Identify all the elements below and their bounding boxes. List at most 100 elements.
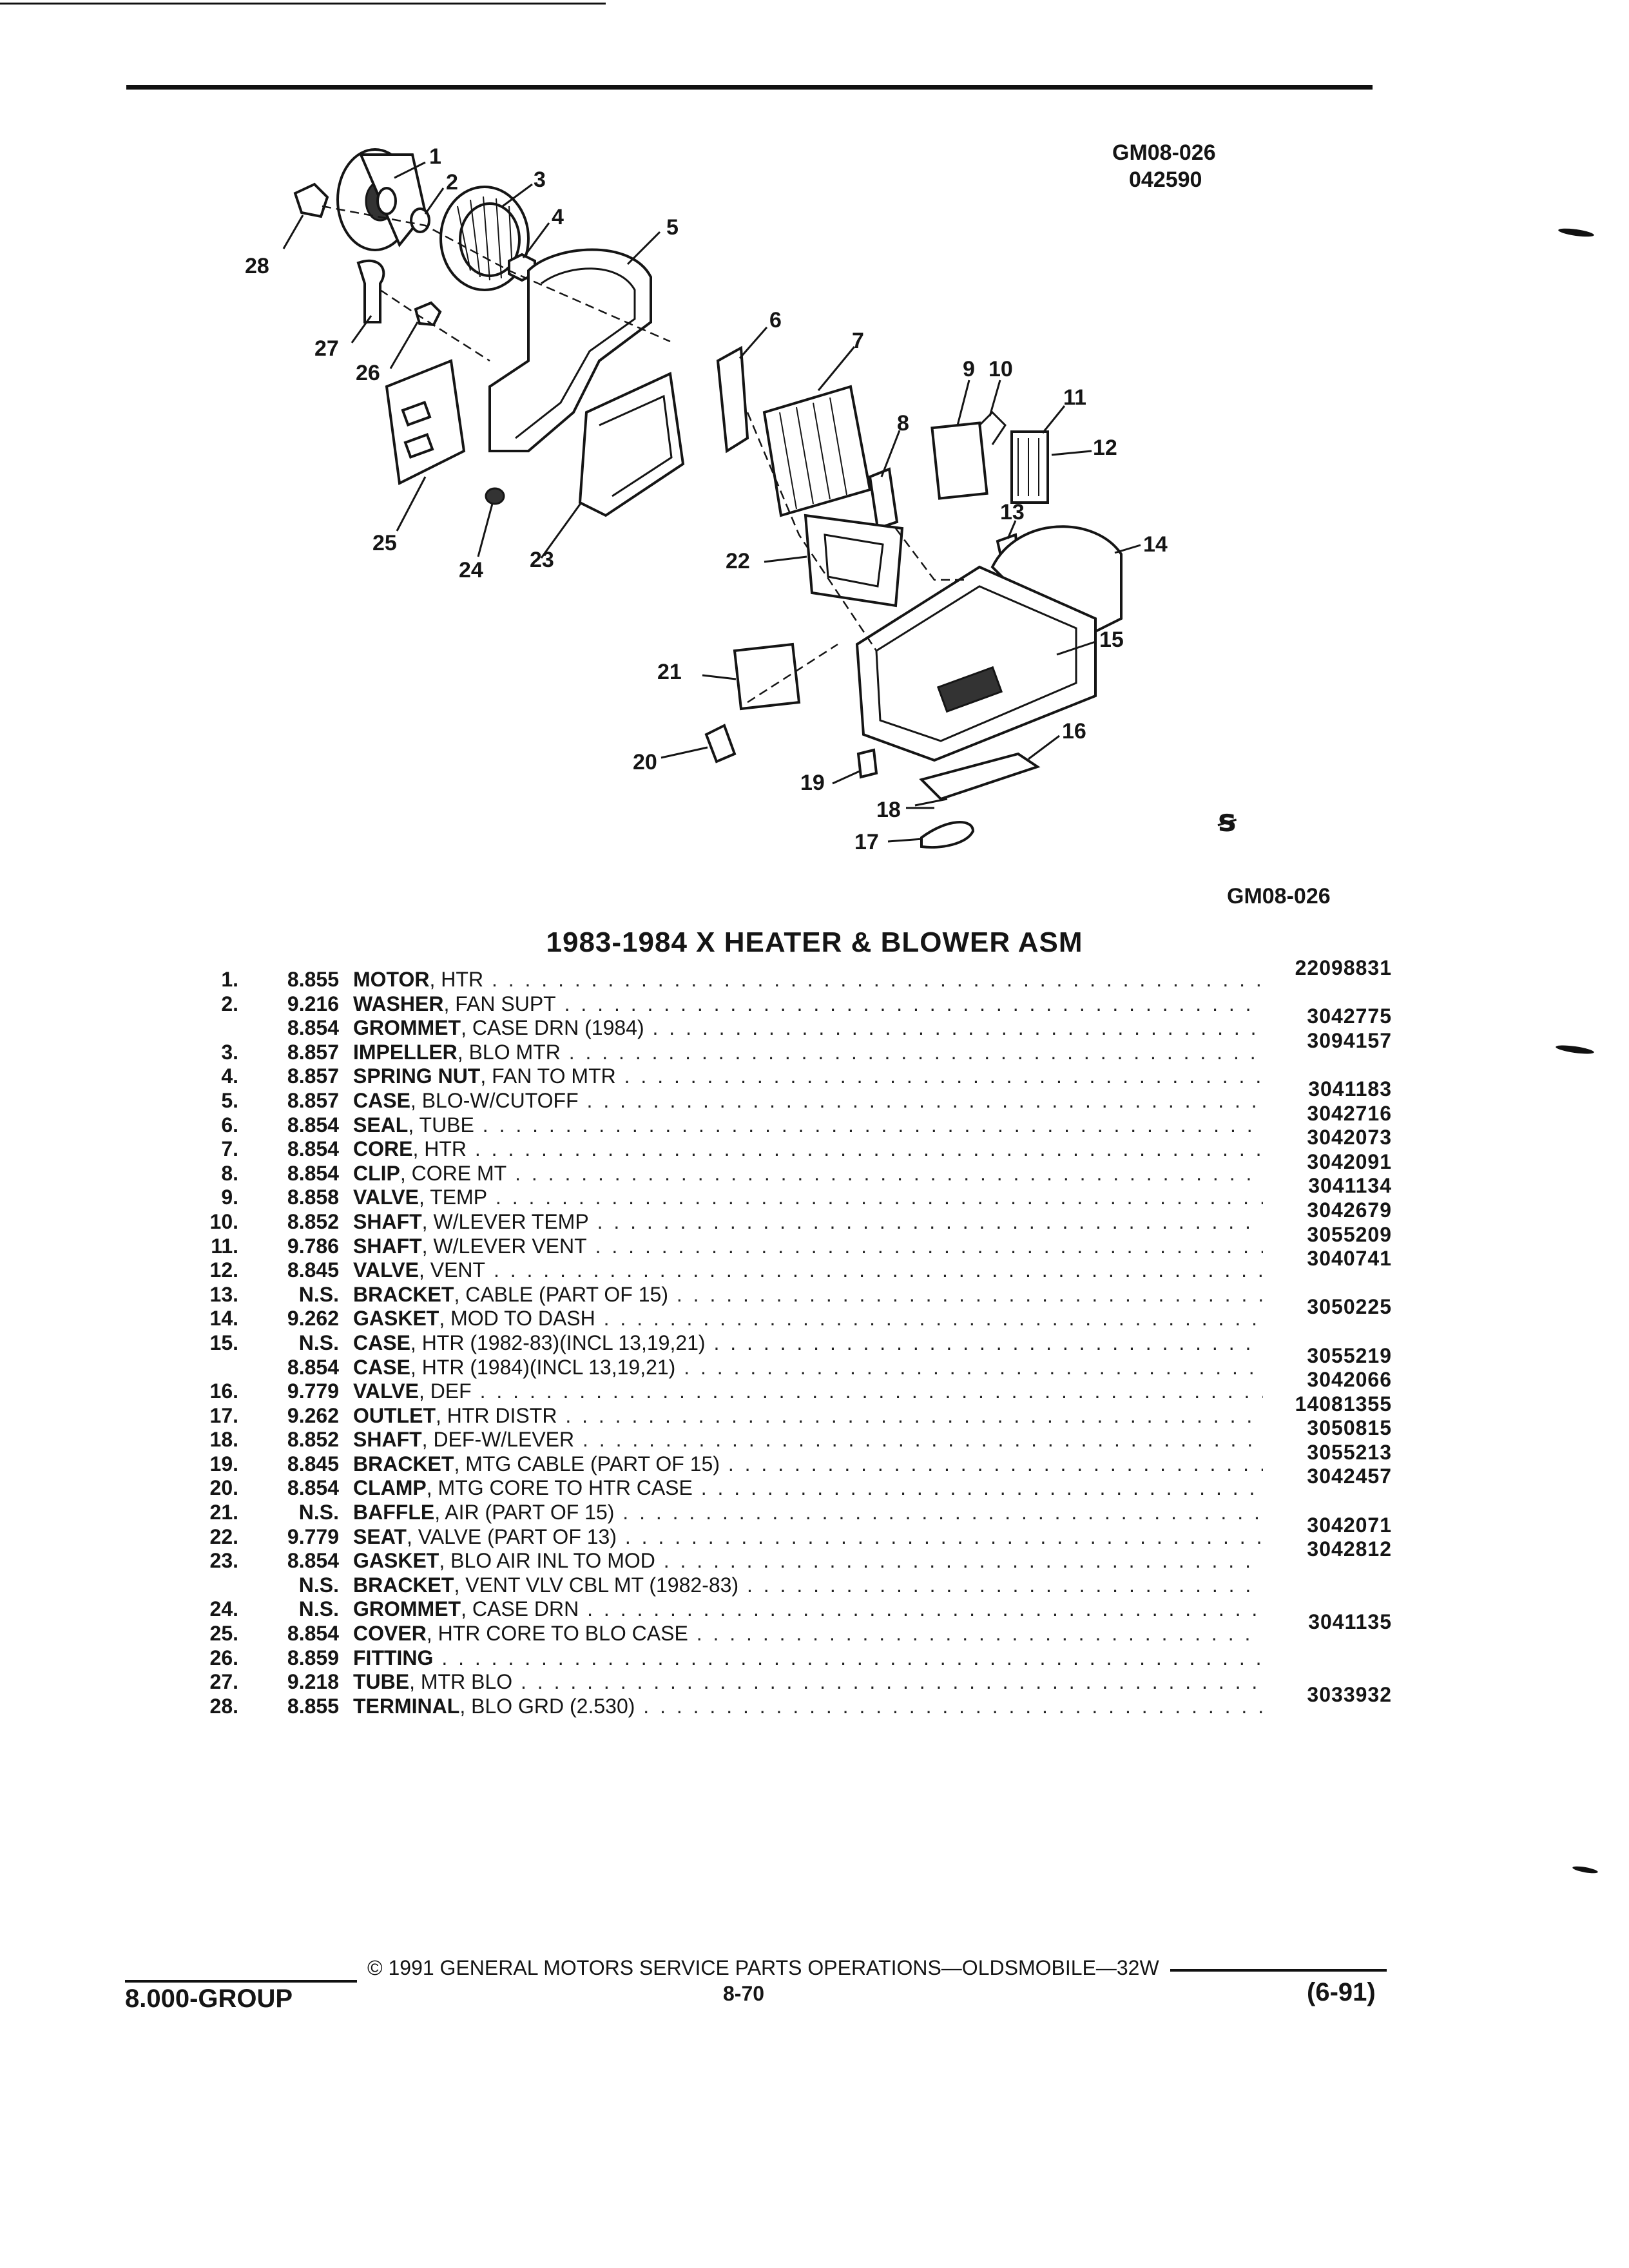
item-description: SEAL, TUBE . . . . . . . . . . . . . . .… <box>353 1113 1263 1138</box>
table-row: N.S.BRACKET, VENT VLV CBL MT (1982-83) .… <box>193 1573 1418 1598</box>
item-detail: , MTG CABLE (PART OF 15) <box>454 1452 720 1475</box>
group-number: 8.855 <box>287 1694 339 1718</box>
top-scan-rule <box>0 3 606 5</box>
leader-dots: . . . . . . . . . . . . . . . . . . . . … <box>700 1476 1263 1500</box>
item-detail: , W/LEVER VENT <box>421 1234 587 1258</box>
item-description: IMPELLER, BLO MTR . . . . . . . . . . . … <box>353 1041 1263 1065</box>
air-baffle-part <box>733 642 801 711</box>
item-name: IMPELLER <box>353 1040 458 1064</box>
leader-dots: . . . . . . . . . . . . . . . . . . . . … <box>663 1549 1263 1573</box>
item-name: FITTING <box>353 1646 434 1669</box>
item-number: 9. <box>221 1186 238 1209</box>
item-number: 11. <box>211 1234 238 1258</box>
terminal-part <box>293 182 329 218</box>
footer-rule-left <box>125 1980 357 1983</box>
item-name: SHAFT <box>353 1428 422 1452</box>
footer-group: 8.000-GROUP <box>125 1984 293 2013</box>
item-name: SPRING NUT <box>353 1064 481 1088</box>
leader-dots: . . . . . . . . . . . . . . . . . . . . … <box>676 1282 1263 1306</box>
item-name: CASE <box>353 1331 410 1354</box>
item-description: SHAFT, DEF-W/LEVER . . . . . . . . . . .… <box>353 1428 1263 1452</box>
core-clamp-part <box>704 724 737 764</box>
item-number: 12. <box>209 1258 238 1282</box>
leader-dots: . . . . . . . . . . . . . . . . . . . . … <box>482 1113 1263 1137</box>
item-number: 26. <box>209 1646 238 1669</box>
corner-symbol: ꞩ <box>1217 803 1237 839</box>
group-number: 8.857 <box>287 1064 339 1088</box>
item-detail: , CORE MT <box>400 1161 507 1185</box>
callout-17: 17 <box>854 830 879 854</box>
item-detail: , MTG CORE TO HTR CASE <box>426 1476 693 1500</box>
footer-rule-right <box>1170 1969 1387 1972</box>
callout-2: 2 <box>446 170 458 195</box>
leader-dots: . . . . . . . . . . . . . . . . . . . . … <box>603 1307 1263 1331</box>
header-rule <box>126 85 1373 90</box>
callout-19: 19 <box>800 771 825 795</box>
item-detail: , VENT VLV CBL MT (1982-83) <box>454 1573 739 1597</box>
item-name: BAFFLE <box>353 1501 435 1524</box>
item-detail: , FAN TO MTR <box>480 1064 616 1088</box>
item-name: SHAFT <box>353 1234 422 1258</box>
item-name: VALVE <box>353 1258 419 1282</box>
item-description: SEAT, VALVE (PART OF 13) . . . . . . . .… <box>353 1525 1263 1550</box>
item-description: CASE, BLO-W/CUTOFF . . . . . . . . . . .… <box>353 1089 1263 1113</box>
leader-dots: . . . . . . . . . . . . . . . . . . . . … <box>565 1403 1263 1427</box>
callout-23: 23 <box>530 548 554 572</box>
item-number: 23. <box>209 1549 238 1573</box>
leader-dots: . . . . . . . . . . . . . . . . . . . . … <box>713 1331 1263 1354</box>
callout-13: 13 <box>1000 500 1025 524</box>
group-number: 9.779 <box>287 1524 339 1548</box>
leader-dots: . . . . . . . . . . . . . . . . . . . . … <box>586 1088 1263 1112</box>
table-row: 24.N.S.GROMMET, CASE DRN . . . . . . . .… <box>193 1597 1418 1622</box>
group-number: 8.854 <box>287 1137 339 1161</box>
diagram-code-bottom: GM08-026 <box>1227 884 1331 908</box>
part-number: 22098831 <box>1295 956 1392 979</box>
item-name: GROMMET <box>353 1597 461 1621</box>
item-number: 5. <box>221 1088 238 1112</box>
item-number: 17. <box>209 1403 238 1427</box>
group-number: 9.786 <box>287 1234 339 1258</box>
item-name: CLAMP <box>353 1476 427 1500</box>
item-number: 22. <box>209 1524 238 1548</box>
callout-24: 24 <box>459 558 483 582</box>
leader-dots: . . . . . . . . . . . . . . . . . . . . … <box>564 992 1263 1015</box>
table-row: 21.N.S.BAFFLE, AIR (PART OF 15) . . . . … <box>193 1501 1418 1525</box>
blower-case-part <box>488 248 652 452</box>
item-detail: , MTR BLO <box>409 1670 513 1694</box>
item-number: 25. <box>209 1622 238 1646</box>
item-description: GROMMET, CASE DRN (1984) . . . . . . . .… <box>353 1016 1263 1041</box>
item-description: OUTLET, HTR DISTR . . . . . . . . . . . … <box>353 1404 1263 1428</box>
table-row: 15.N.S.CASE, HTR (1982-83)(INCL 13,19,21… <box>193 1331 1418 1356</box>
item-name: BRACKET <box>353 1282 454 1306</box>
callout-11: 11 <box>1063 385 1086 410</box>
item-number: 10. <box>209 1209 238 1233</box>
callout-21: 21 <box>657 660 682 684</box>
item-number: 13. <box>209 1282 238 1306</box>
heater-case-part <box>855 565 1097 762</box>
item-name: VALVE <box>353 1186 419 1209</box>
part-number: 3040741 <box>1307 1247 1392 1271</box>
item-description: CLAMP, MTG CORE TO HTR CASE . . . . . . … <box>353 1476 1263 1501</box>
heater-outlet-part <box>920 821 975 849</box>
callout-5: 5 <box>666 215 679 240</box>
part-number: 3042091 <box>1307 1149 1392 1173</box>
item-description: COVER, HTR CORE TO BLO CASE . . . . . . … <box>353 1622 1263 1646</box>
part-number: 3033932 <box>1307 1682 1392 1706</box>
item-number: 18. <box>209 1428 238 1452</box>
callout-28: 28 <box>245 254 269 278</box>
diagram-code-top: GM08-026 <box>1112 140 1216 165</box>
group-number: N.S. <box>298 1331 339 1354</box>
item-description: VALVE, VENT . . . . . . . . . . . . . . … <box>353 1258 1263 1283</box>
